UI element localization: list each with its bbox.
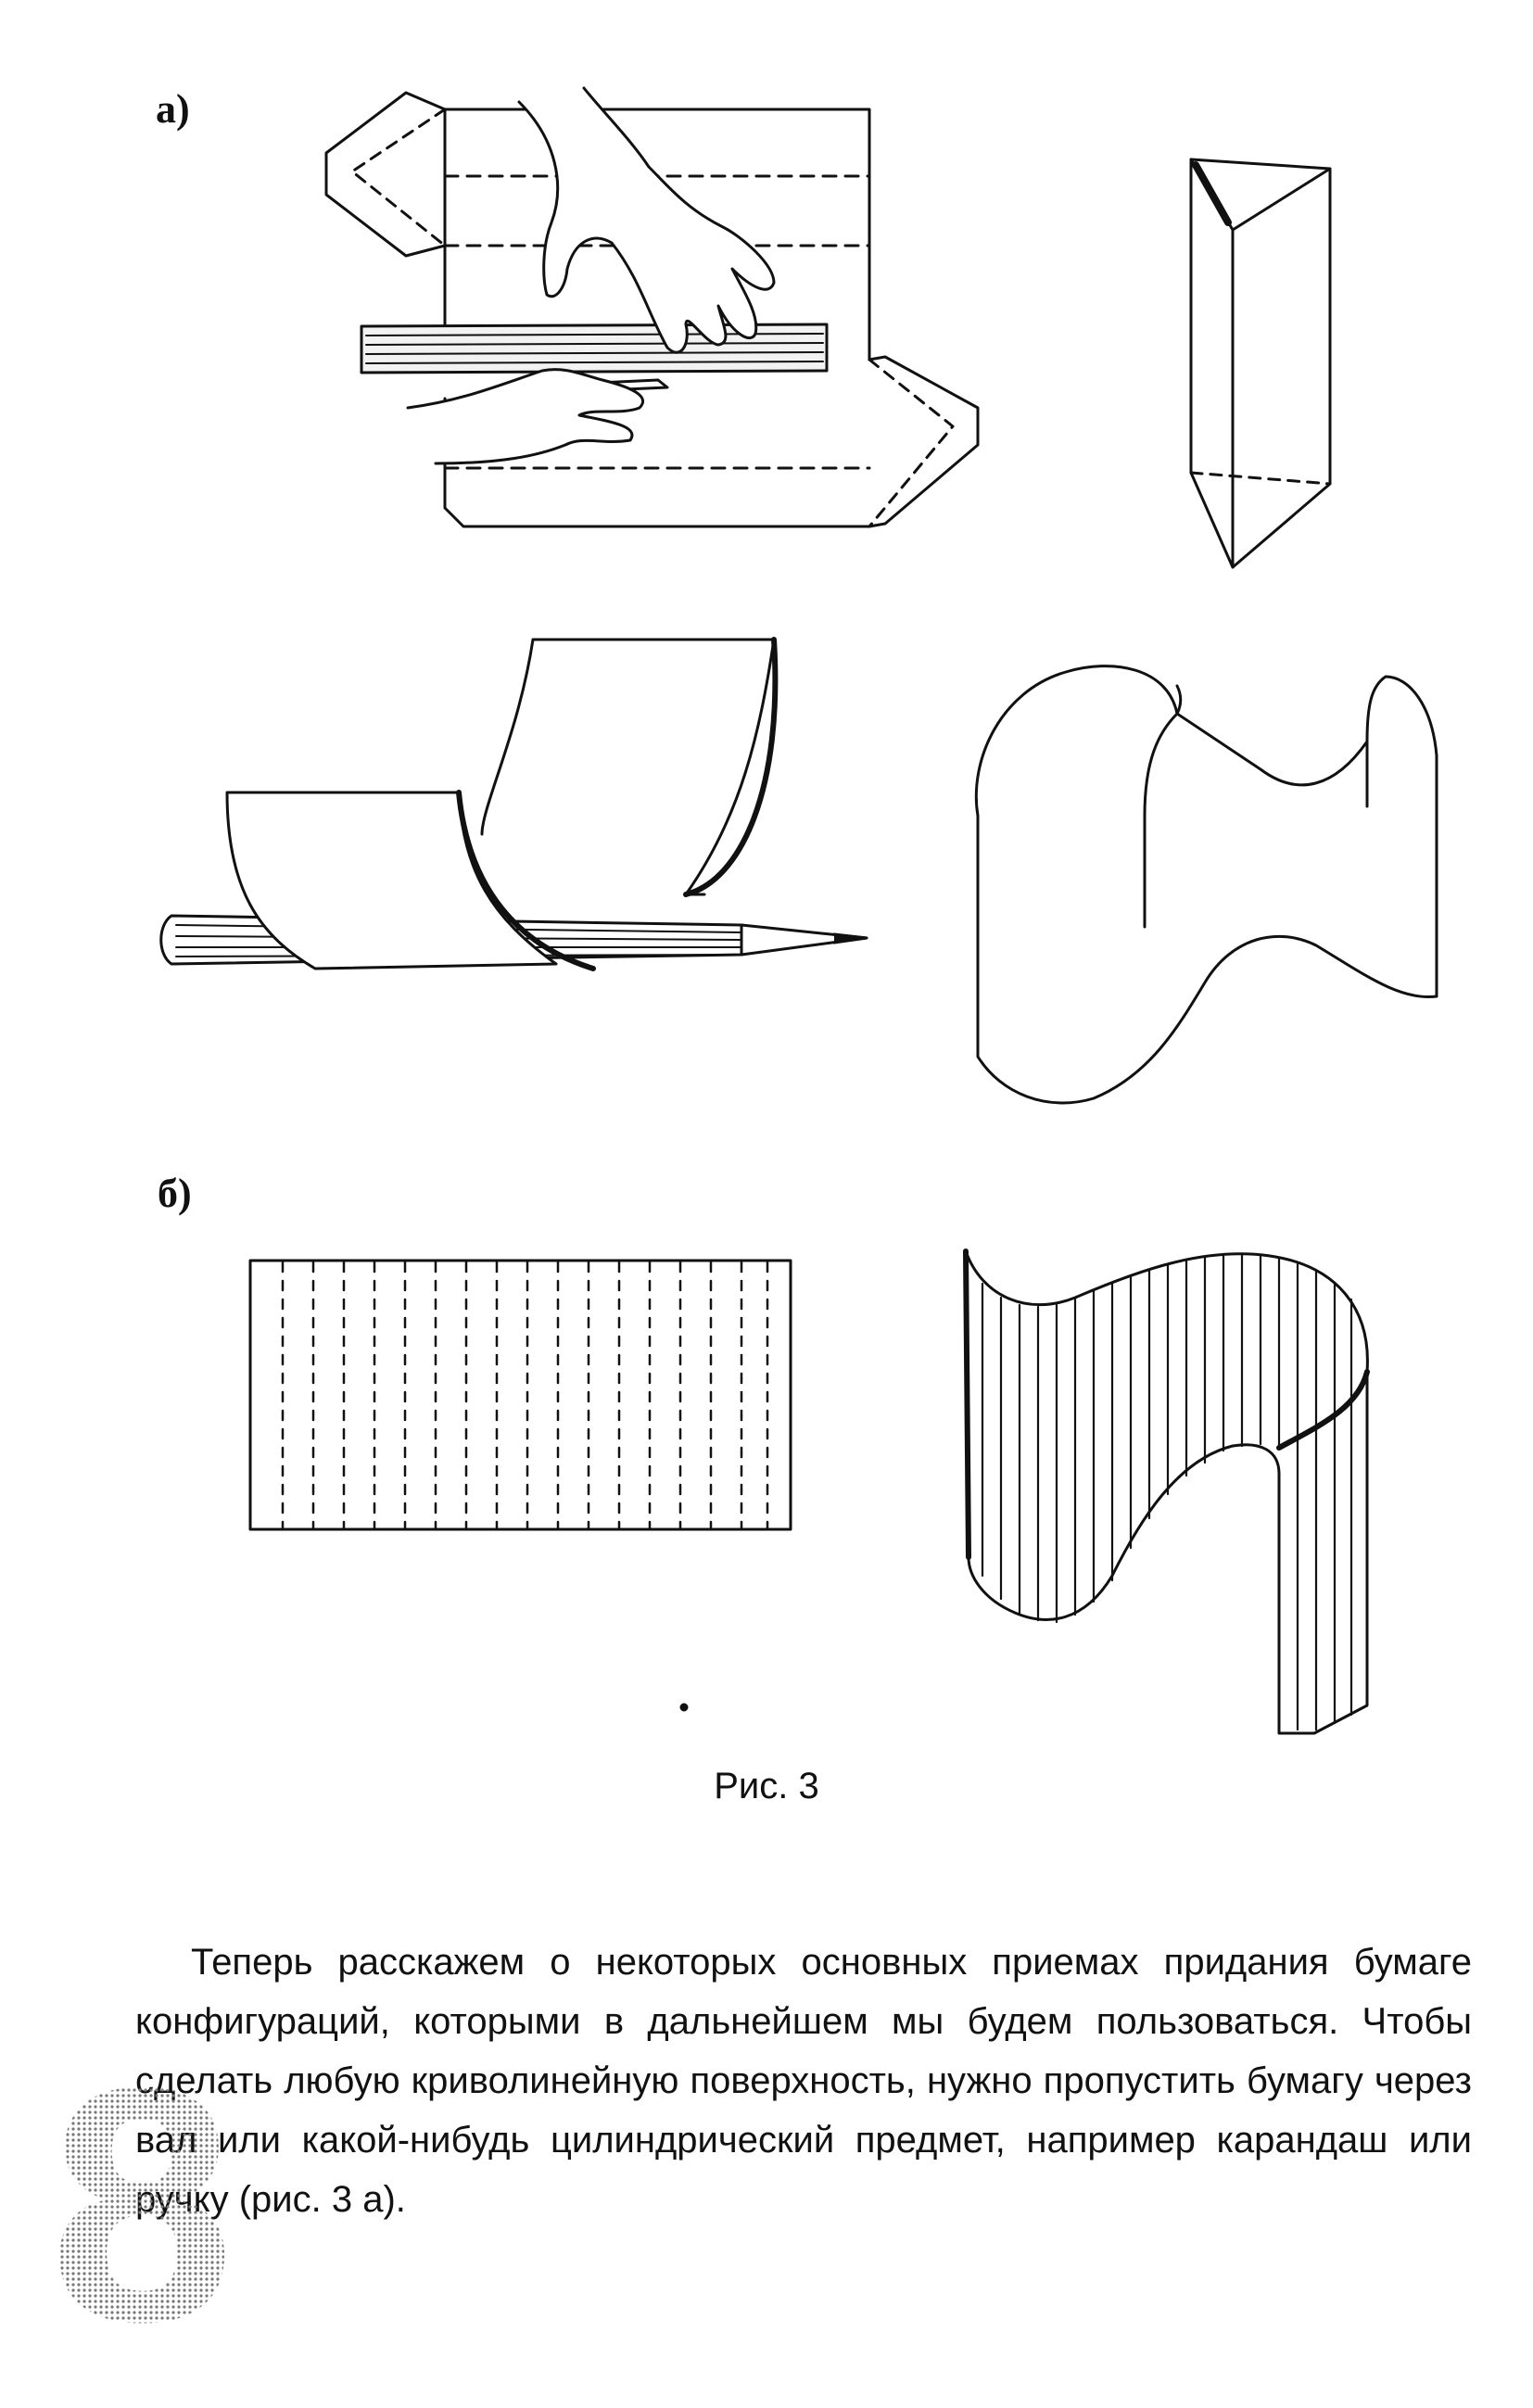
figure-caption: Рис. 3 bbox=[714, 1766, 819, 1806]
body-paragraph: Теперь расскажем о некоторых основных пр… bbox=[135, 1942, 1472, 2220]
scored-sheet-drawing bbox=[248, 1259, 792, 1531]
figure-label-a: а) bbox=[156, 86, 190, 132]
paper-over-pencil-drawing bbox=[159, 637, 868, 971]
page-number: 8 bbox=[54, 2037, 230, 2352]
page-number-graphic: 8 bbox=[54, 2037, 230, 2352]
scored-s-paper-drawing bbox=[963, 1248, 1370, 1735]
s-shaped-paper-drawing bbox=[974, 665, 1438, 1105]
triangular-prism-drawing bbox=[1189, 158, 1332, 569]
prism-net-drawing bbox=[324, 86, 980, 528]
figure-3-illustration bbox=[159, 86, 1438, 1735]
figure-label-b: б) bbox=[158, 1171, 192, 1216]
